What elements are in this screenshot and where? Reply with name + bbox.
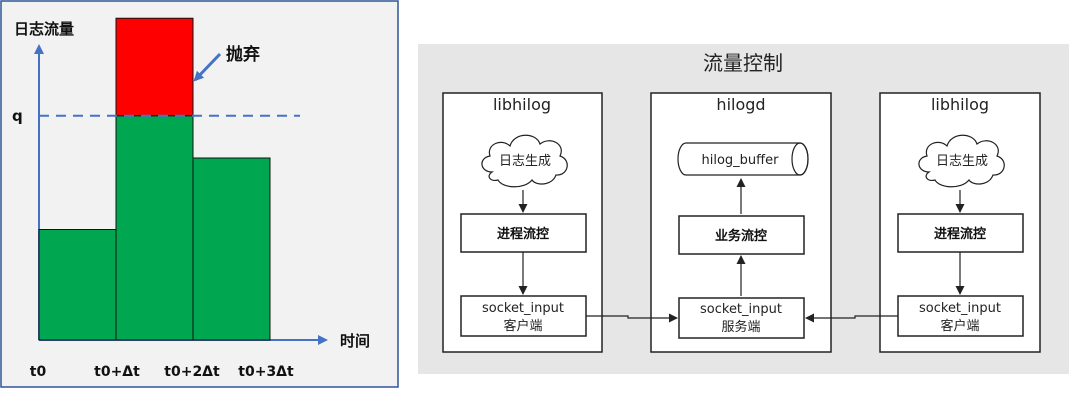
bar-0 bbox=[38, 229, 117, 341]
right-socket-line1: socket_input bbox=[919, 301, 1001, 316]
left-module-title: libhilog bbox=[493, 95, 551, 114]
left-to-center-connector bbox=[586, 313, 678, 323]
left-process-control-label: 进程流控 bbox=[497, 226, 549, 242]
left-socket-box bbox=[460, 295, 587, 337]
bar-2 bbox=[192, 157, 271, 341]
flow-control-diagram: 流量控制 libhilog 日志生成 进程流控 socket_input 客户端… bbox=[418, 44, 1069, 374]
right-to-center-connector bbox=[805, 313, 898, 323]
center-module-title: hilogd bbox=[716, 95, 765, 114]
buffer-label: hilog_buffer bbox=[702, 153, 780, 168]
right-libhilog-module: libhilog 日志生成 进程流控 socket_input 客户端 bbox=[879, 92, 1041, 353]
y-axis-label: 日志流量 bbox=[14, 20, 74, 38]
left-cloud-label: 日志生成 bbox=[499, 154, 551, 169]
discard-arrow bbox=[193, 52, 222, 82]
right-process-control-label: 进程流控 bbox=[934, 226, 986, 242]
center-hilogd-module: hilogd hilog_buffer 业务流控 socket_input 服务… bbox=[650, 92, 832, 353]
center-socket-box bbox=[678, 297, 805, 339]
x-tick-label: t0+3Δt bbox=[238, 364, 294, 380]
right-cloud-label: 日志生成 bbox=[936, 154, 988, 169]
x-tick-labels: t0 t0+Δt t0+2Δt t0+3Δt bbox=[30, 364, 294, 380]
left-libhilog-module: libhilog 日志生成 进程流控 socket_input 客户端 bbox=[442, 92, 603, 353]
left-socket-line1: socket_input bbox=[482, 301, 564, 316]
right-cloud-icon bbox=[918, 134, 1005, 188]
x-tick-label: t0+2Δt bbox=[164, 364, 220, 380]
x-tick-label: t0+Δt bbox=[94, 364, 140, 380]
threshold-label: q bbox=[12, 107, 23, 125]
diagram-title: 流量控制 bbox=[703, 51, 783, 75]
left-cloud-icon bbox=[481, 134, 568, 188]
center-socket-line1: socket_input bbox=[700, 302, 782, 317]
business-control-box bbox=[678, 215, 805, 255]
traffic-chart: 日志流量 时间 q 抛弃 t0 t0+Δt t0+2Δt t0+3Δt bbox=[0, 0, 399, 388]
right-module-title: libhilog bbox=[931, 95, 989, 114]
right-socket-line2: 客户端 bbox=[940, 318, 979, 334]
center-socket-line2: 服务端 bbox=[721, 319, 760, 335]
bar-1-discarded bbox=[115, 17, 194, 117]
right-socket-box bbox=[897, 295, 1024, 337]
discard-annotation: 抛弃 bbox=[226, 44, 260, 65]
bar-1 bbox=[115, 115, 194, 341]
left-socket-line2: 客户端 bbox=[503, 318, 542, 334]
x-axis-label: 时间 bbox=[340, 332, 370, 350]
x-tick-label: t0 bbox=[30, 364, 47, 380]
business-control-label: 业务流控 bbox=[715, 228, 767, 244]
bars-group bbox=[38, 17, 271, 341]
